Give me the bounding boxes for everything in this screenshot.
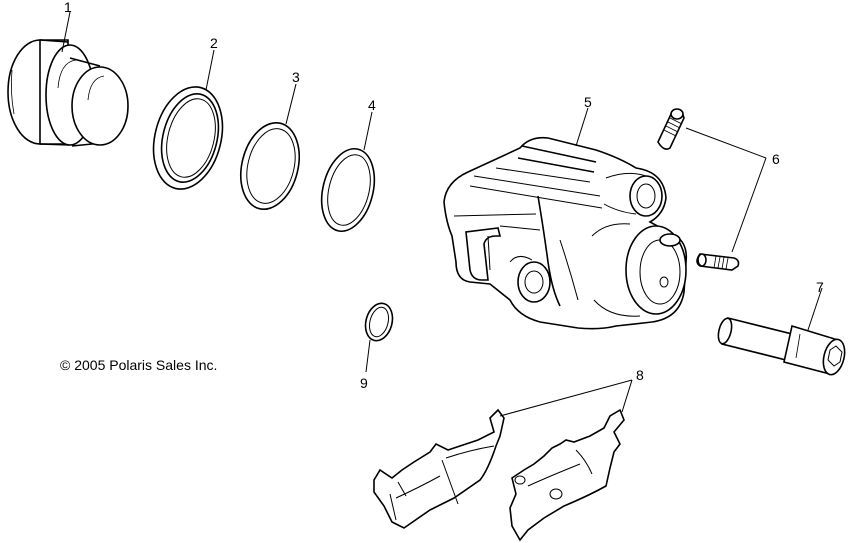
part-2-seal: [152, 86, 224, 190]
part-8-brake-pad-right: [509, 408, 625, 542]
part-4-ring: [320, 148, 376, 232]
leader-line-6b: [731, 157, 767, 253]
copyright-text: © 2005 Polaris Sales Inc.: [60, 357, 217, 373]
part-3-ring: [240, 121, 300, 211]
leader-line-6a: [685, 127, 767, 159]
part-label-6: 6: [772, 151, 780, 167]
leader-line-5: [575, 107, 589, 147]
part-label-7: 7: [816, 279, 824, 295]
part-6-bleeder-lower: [696, 253, 740, 271]
leader-line-9: [365, 339, 371, 373]
leader-line-2: [205, 49, 215, 91]
leader-line-4: [363, 111, 373, 151]
leader-line-7: [807, 287, 823, 331]
part-label-8: 8: [636, 367, 644, 383]
part-label-5: 5: [584, 94, 592, 110]
leader-line-1: [61, 11, 71, 53]
part-7-pin-bolt: [717, 317, 846, 376]
leader-line-8a: [499, 379, 633, 417]
leader-line-8b: [621, 379, 633, 413]
part-label-3: 3: [292, 69, 300, 85]
part-9-oring: [364, 302, 394, 342]
part-label-4: 4: [368, 97, 376, 113]
part-1-piston: [7, 39, 129, 147]
part-label-2: 2: [210, 35, 218, 51]
part-5-caliper-body: [443, 136, 688, 330]
part-label-1: 1: [64, 0, 72, 15]
part-6-bleeder-upper: [657, 108, 685, 150]
part-label-9: 9: [360, 375, 368, 391]
leader-line-3: [285, 83, 297, 125]
part-8-brake-pad-left: [373, 408, 505, 529]
